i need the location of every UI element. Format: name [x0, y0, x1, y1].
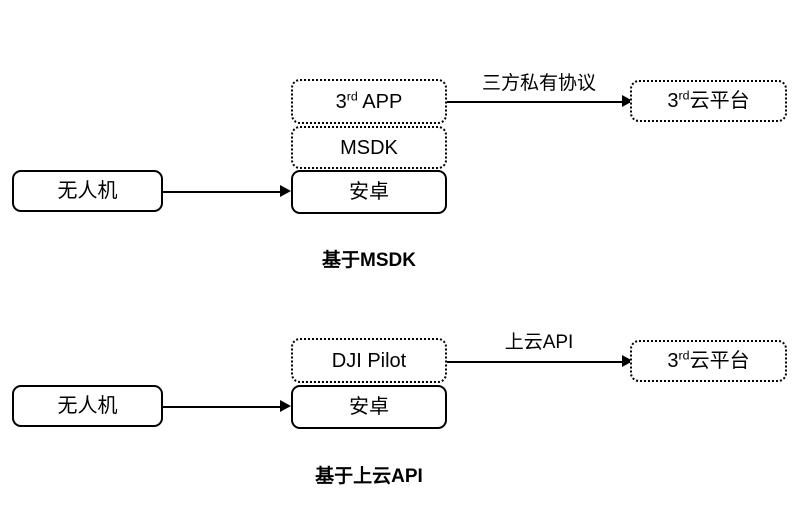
msdk-target-label-cloud: 3rd云平台: [667, 88, 750, 112]
msdk-source-arrow-line: [163, 191, 283, 193]
msdk-source-box: 无人机: [12, 170, 163, 212]
msdk-section-caption: 基于MSDK: [322, 250, 416, 271]
cloudapi-cloud-suffix: 云平台: [689, 350, 750, 372]
msdk-source-label: 无人机: [57, 180, 118, 202]
msdk-stack-box-msdk: MSDK: [291, 126, 447, 169]
msdk-cloud-sup: rd: [678, 88, 690, 103]
cloudapi-edge-arrow-head: [622, 354, 633, 367]
cloudapi-source-arrow-line: [163, 406, 283, 408]
msdk-source-arrow-head: [280, 184, 291, 197]
cloudapi-source-arrow-head: [280, 399, 291, 412]
cloudapi-target-box-cloud: 3rd云平台: [630, 340, 787, 382]
msdk-cloud-suffix: 云平台: [689, 90, 750, 112]
cloudapi-stack-label-android: 安卓: [349, 396, 389, 418]
msdk-edge-label: 三方私有协议: [481, 73, 596, 94]
msdk-3rd-app-prefix: 3: [335, 90, 347, 113]
msdk-stack-label-android: 安卓: [349, 181, 389, 203]
cloudapi-stack-box-android: 安卓: [291, 385, 447, 429]
cloudapi-cloud-prefix: 3: [667, 350, 679, 372]
msdk-stack-box-3rd-app: 3rd APP: [291, 79, 447, 124]
cloudapi-stack-box-dji-pilot: DJI Pilot: [291, 338, 447, 383]
msdk-cloud-prefix: 3: [667, 90, 679, 112]
msdk-edge-arrow-head: [622, 94, 633, 107]
cloudapi-source-box: 无人机: [12, 385, 163, 427]
cloudapi-edge-label: 上云API: [504, 332, 574, 353]
msdk-target-box-cloud: 3rd云平台: [630, 80, 787, 122]
cloudapi-stack-label-dji-pilot: DJI Pilot: [331, 349, 407, 372]
msdk-stack-label-msdk: MSDK: [340, 136, 398, 159]
msdk-3rd-app-sup: rd: [346, 88, 358, 103]
cloudapi-source-label: 无人机: [57, 395, 118, 417]
cloudapi-cloud-sup: rd: [678, 348, 690, 363]
msdk-edge-arrow-line: [447, 101, 630, 103]
msdk-stack-label-3rd-app: 3rd APP: [335, 88, 403, 113]
msdk-3rd-app-suffix: APP: [357, 90, 403, 113]
cloudapi-target-label-cloud: 3rd云平台: [667, 348, 750, 372]
cloudapi-section-caption: 基于上云API: [315, 466, 423, 487]
cloudapi-edge-arrow-line: [447, 361, 630, 363]
msdk-stack-box-android: 安卓: [291, 170, 447, 214]
